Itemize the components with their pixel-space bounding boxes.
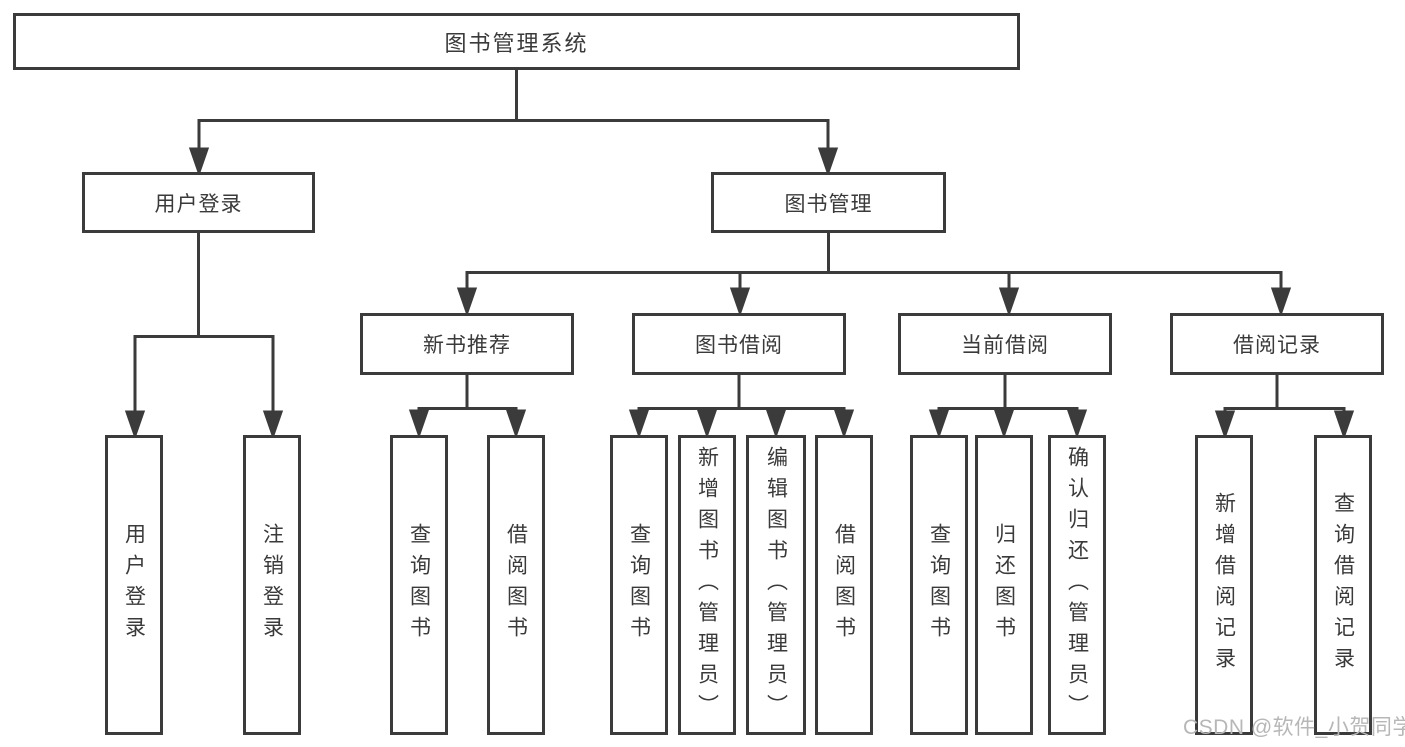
leaf-add-books-admin: 新增图书（管理员） (678, 435, 736, 735)
connector-root-to-level2 (188, 70, 839, 177)
connector-book-borrow-to-leaves (628, 375, 855, 439)
leaf-query-borrow-record: 查询借阅记录 (1314, 435, 1372, 735)
connector-current-borrow-to-leaves (928, 375, 1088, 439)
leaf-borrow-books-recommend: 借阅图书 (487, 435, 545, 735)
node-user-login: 用户登录 (82, 172, 315, 233)
leaf-user-login: 用户登录 (105, 435, 163, 735)
leaf-label: 查询借阅记录 (1331, 492, 1355, 678)
node-root: 图书管理系统 (13, 13, 1020, 70)
connector-user-login-to-leaves (124, 233, 284, 440)
leaf-label: 借阅图书 (504, 523, 528, 647)
node-book-borrow: 图书借阅 (632, 313, 846, 375)
leaf-label: 编辑图书（管理员） (764, 445, 788, 725)
leaf-label: 注销登录 (260, 523, 284, 647)
node-book-management: 图书管理 (711, 172, 946, 233)
leaf-label: 查询图书 (927, 523, 951, 647)
leaf-edit-books-admin: 编辑图书（管理员） (746, 435, 806, 735)
leaf-label: 用户登录 (122, 523, 146, 647)
leaf-label: 查询图书 (407, 523, 431, 647)
leaf-label: 归还图书 (992, 523, 1016, 647)
leaf-confirm-return-admin: 确认归还（管理员） (1048, 435, 1106, 735)
leaf-borrow-books: 借阅图书 (815, 435, 873, 735)
leaf-logout: 注销登录 (243, 435, 301, 735)
leaf-label: 借阅图书 (832, 523, 856, 647)
leaf-label: 新增图书（管理员） (695, 445, 719, 725)
leaf-query-books-recommend: 查询图书 (390, 435, 448, 735)
connector-new-book-to-leaves (408, 375, 527, 439)
connector-book-management-to-level3 (456, 233, 1292, 317)
leaf-label: 新增借阅记录 (1212, 492, 1236, 678)
leaf-query-books-borrow: 查询图书 (610, 435, 668, 735)
leaf-add-borrow-record: 新增借阅记录 (1195, 435, 1253, 735)
node-current-borrow: 当前借阅 (898, 313, 1112, 375)
leaf-label: 确认归还（管理员） (1065, 445, 1089, 725)
connector-borrow-records-to-leaves (1214, 375, 1355, 440)
leaf-label: 查询图书 (627, 523, 651, 647)
leaf-query-books-current: 查询图书 (910, 435, 968, 735)
leaf-return-books: 归还图书 (975, 435, 1033, 735)
node-borrow-records: 借阅记录 (1170, 313, 1384, 375)
node-new-book-recommend: 新书推荐 (360, 313, 574, 375)
